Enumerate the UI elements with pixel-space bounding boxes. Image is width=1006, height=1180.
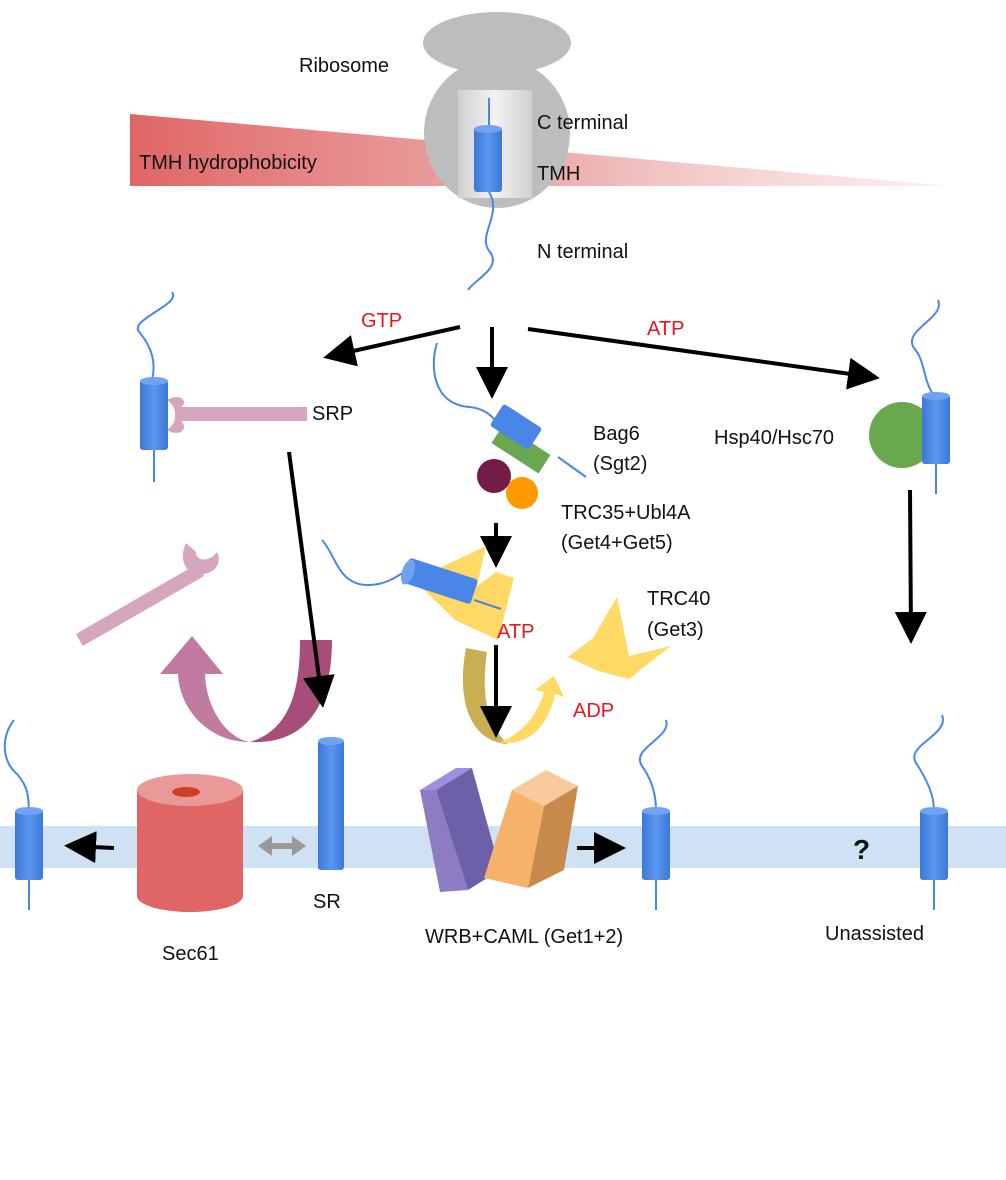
arrow-hsp-down (894, 489, 927, 644)
inserted-tmh-right (913, 714, 948, 910)
hsp-label: Hsp40/Hsc70 (714, 427, 834, 449)
inserted-tmh-left (3, 719, 43, 910)
srp-recycle-arrow (160, 636, 332, 743)
sgt2-label: (Sgt2) (593, 453, 647, 475)
unassisted-label: Unassisted (825, 923, 924, 945)
arrow-sec61-to-left (64, 831, 115, 864)
ribosome-label: Ribosome (299, 55, 389, 77)
wrb-label: WRB+CAML (Get1+2) (425, 926, 623, 948)
hsp-chaperone (869, 402, 935, 468)
wrb-caml-receptor (420, 768, 578, 892)
n-terminal-label: N terminal (537, 241, 628, 263)
ribosome (423, 12, 571, 291)
srp-complex (136, 291, 307, 482)
arrow-to-srp (323, 325, 461, 367)
trc40-label: TRC40 (647, 588, 710, 610)
sr-receptor (318, 737, 344, 870)
c-terminal-label: C terminal (537, 112, 628, 134)
sec61-sr-exchange-arrow (258, 836, 306, 856)
nascent-chain (467, 191, 495, 291)
get3-label: (Get3) (647, 619, 704, 641)
sec61-translocon (137, 774, 243, 912)
trc40-tmh-complex (321, 539, 514, 640)
ubl4a (506, 477, 538, 509)
sec61-label: Sec61 (162, 943, 219, 965)
question-mark: ? (853, 834, 870, 865)
sr-label: SR (313, 891, 341, 913)
free-srp (75, 543, 219, 647)
bag6-label: Bag6 (593, 423, 640, 445)
srp-particle (175, 407, 307, 421)
bag6-complex (432, 342, 587, 509)
tmh-label: TMH (537, 163, 580, 185)
arrow-to-hsp (527, 327, 880, 390)
bag6-bound-tmh (490, 404, 542, 450)
atp-top-label: ATP (647, 318, 684, 340)
trc40-cycle-up (500, 676, 564, 743)
ribosome-small-subunit (423, 12, 571, 74)
atp-mid-label: ATP (497, 621, 534, 643)
trc35-label: TRC35+Ubl4A (561, 502, 691, 524)
trc40-cycle-down (462, 648, 508, 744)
tmh-hydrophobicity-label: TMH hydrophobicity (139, 152, 317, 174)
inserted-tmh-middle (638, 719, 670, 910)
adp-label: ADP (573, 700, 614, 722)
gtp-label: GTP (361, 310, 402, 332)
arrow-srp-to-sr (287, 451, 335, 708)
get45-label: (Get4+Get5) (561, 532, 673, 554)
srp-label: SRP (312, 403, 353, 425)
bag6-protein (491, 424, 551, 474)
trc35 (477, 459, 511, 493)
trc40-free (568, 597, 671, 679)
tmh-helix (474, 128, 502, 192)
hsp-complex (869, 299, 950, 494)
